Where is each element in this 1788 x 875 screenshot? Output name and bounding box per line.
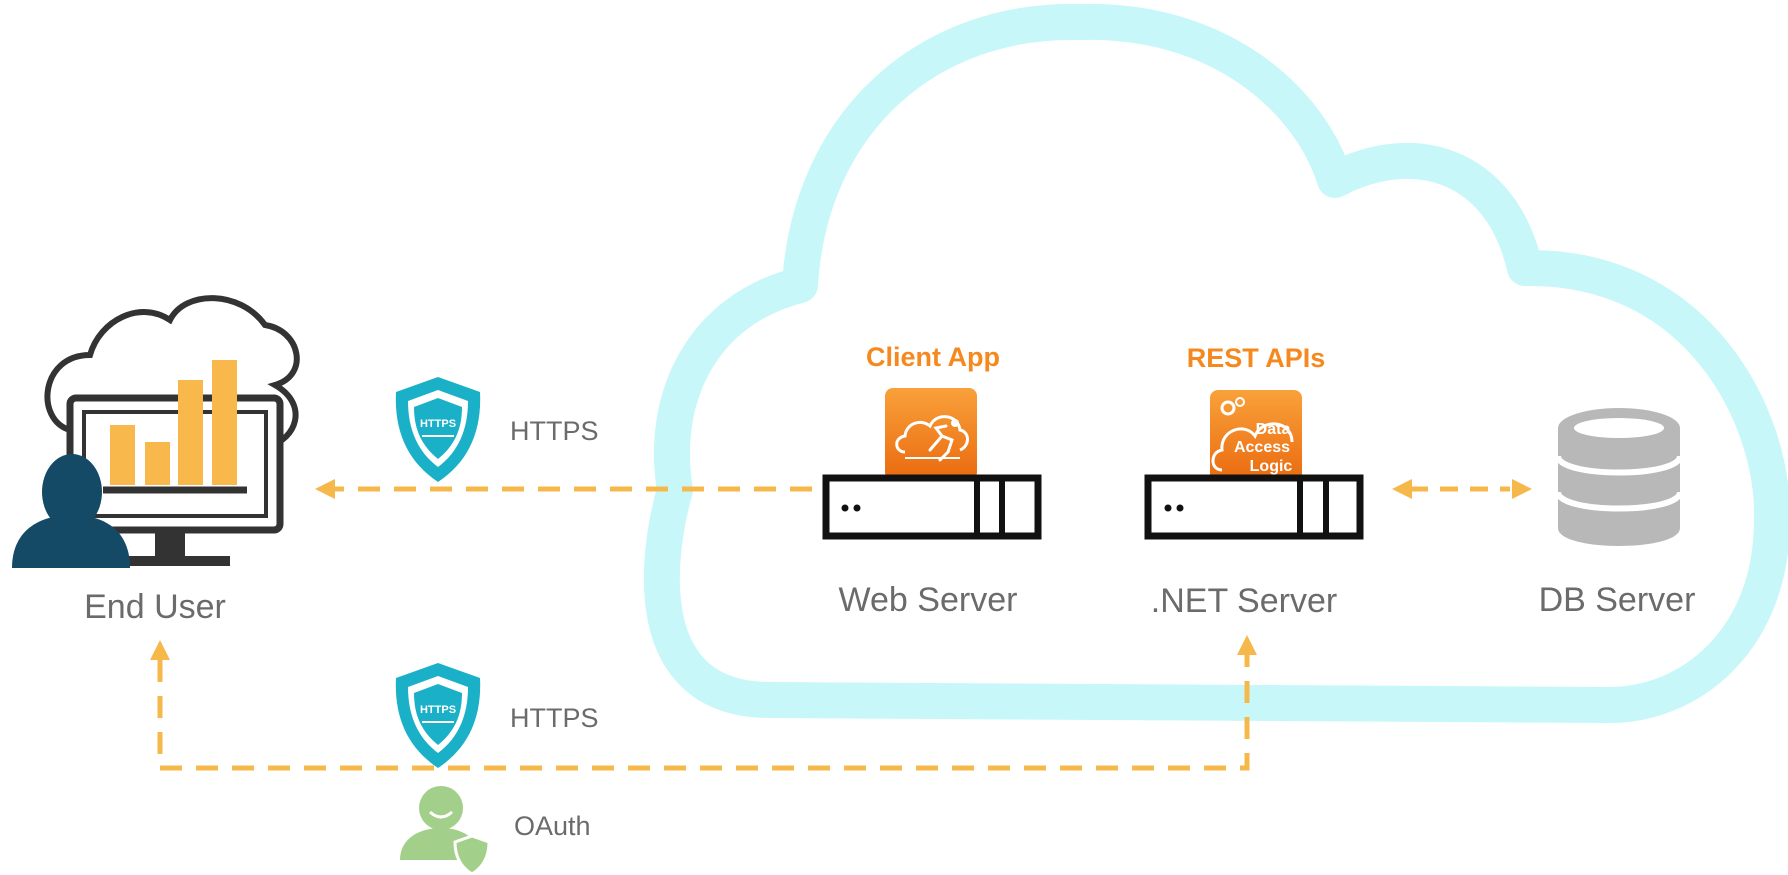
shield-text: HTTPS	[420, 418, 456, 430]
https-label-top: HTTPS	[510, 416, 599, 446]
badge-line-3: Logic	[1250, 458, 1293, 475]
https-label-bottom: HTTPS	[510, 703, 599, 733]
https-shield-icon: HTTPS	[395, 377, 481, 482]
connector-web-to-user	[315, 479, 812, 499]
end-user-label: End User	[84, 588, 226, 626]
oauth-label: OAuth	[514, 811, 591, 841]
end-user-icon	[12, 295, 300, 568]
badge-line-2: Access	[1234, 439, 1290, 456]
connector-user-to-net	[150, 635, 1257, 771]
db-server-label: DB Server	[1539, 581, 1696, 619]
oauth-user-icon	[400, 786, 491, 875]
web-server-label: Web Server	[839, 581, 1018, 619]
connector-net-to-db	[1392, 479, 1532, 499]
net-server-icon	[1144, 474, 1364, 540]
client-app-title: Client App	[866, 342, 1000, 372]
data-access-logic-badge-icon: Data Access Logic	[1210, 390, 1302, 482]
arrow-head-up	[1237, 635, 1257, 655]
web-server-icon	[822, 474, 1042, 540]
arrow-head-up	[150, 640, 170, 660]
client-app-badge-icon	[885, 388, 977, 480]
arrow-head-left	[1392, 479, 1412, 499]
arrow-head-left	[315, 479, 335, 499]
badge-line-1: Data	[1256, 421, 1291, 438]
gear-icon	[1220, 400, 1236, 416]
arrow-head-right	[1512, 479, 1532, 499]
person-silhouette-icon	[12, 454, 130, 568]
rest-apis-title: REST APIs	[1187, 343, 1326, 373]
shield-text: HTTPS	[420, 704, 456, 716]
https-shield-icon: HTTPS	[395, 663, 481, 768]
net-server-label: .NET Server	[1151, 582, 1337, 620]
database-icon	[1555, 408, 1683, 546]
